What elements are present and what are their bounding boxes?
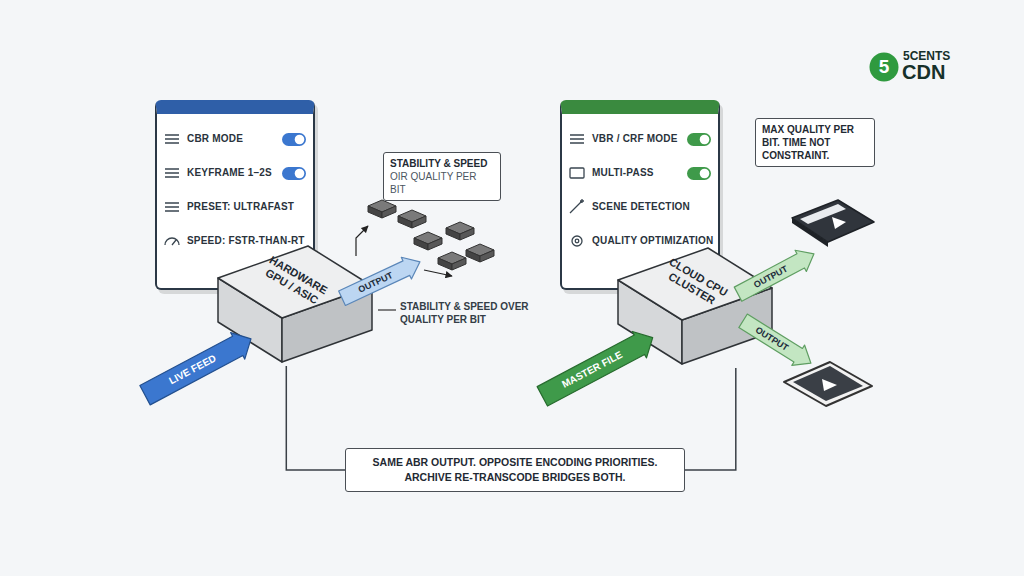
arrow-label: LIVE FEED — [138, 331, 247, 408]
chip-side — [382, 206, 396, 218]
callout-box: MAX QUALITY PER BIT. TIME NOT CONSTRAINT… — [755, 118, 875, 167]
annotation-text: STABILITY & SPEED OVER QUALITY PER BIT — [400, 300, 532, 326]
output-arrow: OUTPUT — [337, 251, 425, 309]
chip-block — [446, 222, 474, 240]
box-face — [218, 246, 372, 318]
chip-side — [446, 228, 460, 240]
chip-side — [368, 206, 382, 218]
chip-block — [438, 252, 466, 270]
chip-block — [368, 200, 396, 218]
bracket-connector — [286, 366, 345, 470]
chip-side — [480, 250, 494, 262]
setting-item: CBR MODE — [157, 122, 313, 156]
chip-block — [466, 244, 494, 262]
pointer-arrow — [356, 226, 368, 256]
callout-text: OIR QUALITY PER BIT — [390, 170, 494, 196]
summary-text: SAME ABR OUTPUT. OPPOSITE ENCODING PRIOR… — [354, 455, 676, 485]
arrow-shape — [337, 251, 425, 309]
callout-text: MAX QUALITY PER BIT. TIME NOT CONSTRAINT… — [762, 123, 868, 162]
setting-item: PRESET: ULTRAFAST — [157, 190, 313, 224]
logo-digit: 5 — [869, 52, 899, 82]
logo-badge: 5 — [869, 52, 899, 82]
leader-line — [378, 309, 396, 310]
chip-block — [398, 210, 426, 228]
chip-side — [398, 216, 412, 228]
chip-block — [414, 232, 442, 250]
callout-text: STABILITY & SPEED — [390, 157, 494, 170]
input-arrow: LIVE FEED — [138, 326, 258, 409]
setting-item: SCENE DETECTION — [562, 190, 718, 224]
setting-item: MULTI-PASS — [562, 156, 718, 190]
chip-side — [452, 258, 466, 270]
callout-box: STABILITY & SPEEDOIR QUALITY PER BIT — [383, 152, 501, 201]
video-card-screen — [793, 366, 863, 401]
logo-text: CDN — [902, 62, 945, 83]
arrow-label: MASTER FILE — [535, 330, 649, 410]
circle-shape — [870, 53, 899, 82]
bracket-connector — [685, 368, 736, 470]
arrow-shape — [737, 311, 818, 374]
arrow-shape — [138, 326, 258, 409]
output-arrow: OUTPUT — [737, 311, 818, 374]
arrow-shape — [732, 243, 819, 305]
play-icon — [822, 379, 837, 391]
chip-side — [466, 250, 480, 262]
chip-side — [412, 216, 426, 228]
summary-box: SAME ABR OUTPUT. OPPOSITE ENCODING PRIOR… — [345, 448, 685, 492]
pointer-arrow — [424, 270, 452, 276]
chip-side — [460, 228, 474, 240]
video-card — [792, 200, 874, 242]
chip-side — [428, 238, 442, 250]
chip-side — [414, 238, 428, 250]
video-card — [784, 362, 872, 406]
play-icon — [832, 217, 846, 229]
setting-item: KEYFRAME 1–2S — [157, 156, 313, 190]
chip-side — [438, 258, 452, 270]
arrow-shape — [535, 324, 659, 409]
input-arrow: MASTER FILE — [535, 324, 659, 409]
setting-item: VBR / CRF MODE — [562, 122, 718, 156]
